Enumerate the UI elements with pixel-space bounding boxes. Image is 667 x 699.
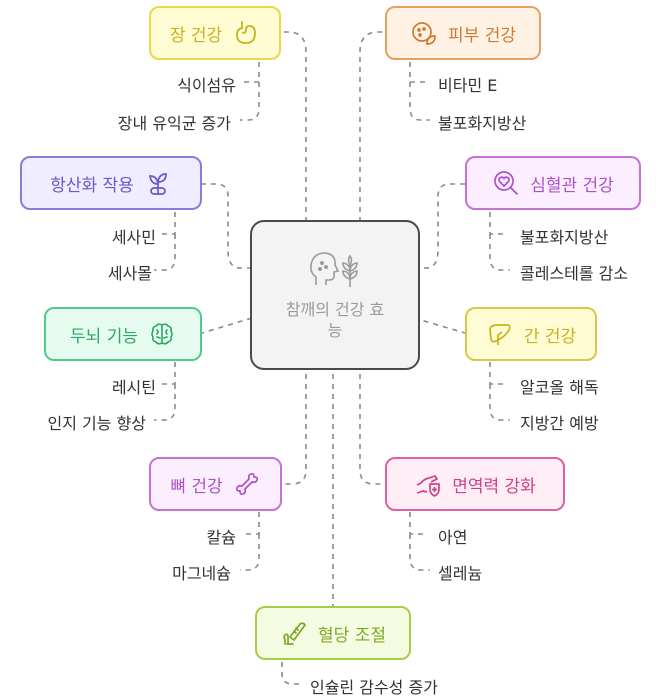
leaf-sesamin: 세사민	[111, 228, 156, 247]
stomach-icon	[232, 19, 260, 47]
leaf-fatty-liver: 지방간 예방	[520, 414, 599, 433]
leaf-insulin: 인슐린 감수성 증가	[310, 678, 438, 697]
leaf-unsaturated-fat-2: 불포화지방산	[520, 228, 609, 247]
shield-hand-icon	[414, 470, 442, 498]
leaf-zinc: 아연	[438, 528, 468, 547]
leaf-sesamol: 세사몰	[107, 264, 152, 283]
node-antioxidant[interactable]: 항산화 작용	[20, 156, 202, 210]
node-label: 심혈관 건강	[530, 175, 614, 196]
node-blood-sugar[interactable]: 혈당 조절	[255, 606, 411, 660]
heart-search-icon	[492, 169, 520, 197]
node-brain-function[interactable]: 두뇌 기능	[44, 307, 202, 361]
node-liver-health[interactable]: 간 건강	[465, 307, 597, 361]
glucose-meter-icon	[280, 619, 308, 647]
node-label: 장 건강	[169, 25, 223, 46]
head-with-grain-icon	[308, 249, 362, 293]
leaf-calcium: 칼슘	[206, 528, 236, 547]
leaf-cholesterol: 콜레스테롤 감소	[520, 264, 629, 283]
leaf-cognition: 인지 기능 향상	[47, 414, 147, 433]
leaf-vitamin-e: 비타민 E	[438, 76, 498, 95]
brain-icon	[148, 320, 176, 348]
leaf-alcohol-detox: 알코올 해독	[520, 378, 599, 397]
node-skin-health[interactable]: 피부 건강	[385, 6, 541, 60]
node-label: 두뇌 기능	[70, 326, 138, 347]
node-label: 간 건강	[523, 326, 577, 347]
sprout-icon	[144, 169, 172, 197]
leaf-unsaturated-fat: 불포화지방산	[438, 114, 527, 133]
node-label: 뼈 건강	[170, 476, 223, 497]
node-label: 혈당 조절	[318, 625, 386, 646]
node-label: 항산화 작용	[50, 175, 134, 196]
leaf-magnesium: 마그네슘	[172, 564, 231, 583]
node-label: 면역력 강화	[452, 476, 536, 497]
face-leaf-icon	[410, 19, 438, 47]
center-topic: 참깨의 건강 효능	[250, 220, 420, 370]
node-label: 피부 건강	[448, 25, 516, 46]
node-cardiovascular[interactable]: 심혈관 건강	[465, 156, 641, 210]
node-bone-health[interactable]: 뼈 건강	[149, 457, 282, 511]
leaf-gut-flora: 장내 유익균 증가	[117, 114, 231, 133]
leaf-selenium: 셀레늄	[438, 564, 483, 583]
liver-icon	[486, 320, 514, 348]
leaf-fiber: 식이섬유	[177, 76, 236, 95]
bone-icon	[233, 470, 261, 498]
center-title: 참깨의 건강 효능	[285, 300, 385, 340]
node-immunity[interactable]: 면역력 강화	[385, 457, 565, 511]
leaf-lecithin: 레시틴	[111, 378, 156, 397]
node-gut-health[interactable]: 장 건강	[149, 6, 281, 60]
